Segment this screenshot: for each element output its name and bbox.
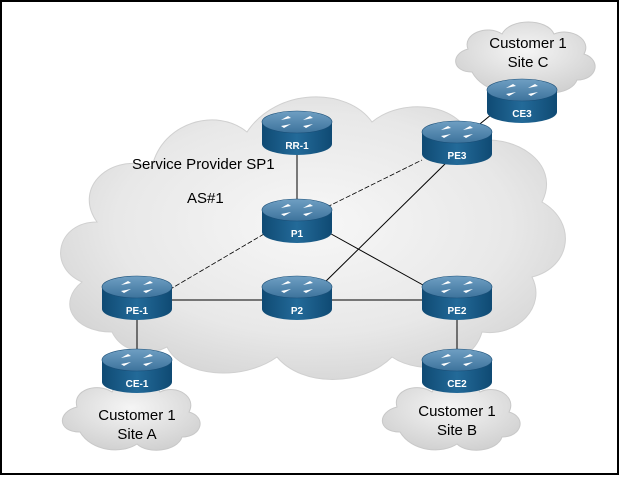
router-p1[interactable]: P1	[261, 198, 333, 243]
site-b-line1: Customer 1	[418, 403, 496, 420]
router-icon	[421, 348, 493, 393]
site-a-line1: Customer 1	[98, 407, 176, 424]
router-icon	[486, 78, 558, 123]
router-label-ce1: CE-1	[126, 379, 149, 390]
site-c-line2: Site C	[508, 54, 549, 71]
router-label-rr1: RR-1	[285, 141, 309, 152]
router-icon	[421, 120, 493, 165]
router-icon	[101, 348, 173, 393]
router-pe1[interactable]: PE-1	[101, 275, 173, 320]
provider-as: AS#1	[187, 190, 224, 207]
router-label-pe2: PE2	[448, 306, 467, 317]
router-p2[interactable]: P2	[261, 275, 333, 320]
router-icon	[261, 198, 333, 243]
router-icon	[261, 275, 333, 320]
site-b-cloud-icon	[381, 379, 521, 451]
router-pe2[interactable]: PE2	[421, 275, 493, 320]
link-p1-pe2	[323, 229, 433, 291]
link-p2-pe3	[319, 161, 448, 288]
router-rr1[interactable]: RR-1	[261, 110, 333, 155]
provider-name: Service Provider SP1	[132, 156, 275, 173]
router-label-ce3: CE3	[512, 109, 532, 120]
router-label-pe3: PE3	[448, 151, 467, 162]
router-ce2[interactable]: CE2	[421, 348, 493, 393]
site-a-cloud-icon	[61, 379, 201, 451]
router-pe3[interactable]: PE3	[421, 120, 493, 165]
router-ce1[interactable]: CE-1	[101, 348, 173, 393]
link-p1-pe3	[326, 159, 423, 208]
router-icon	[261, 110, 333, 155]
router-label-ce2: CE2	[447, 379, 467, 390]
site-c-line1: Customer 1	[489, 35, 567, 52]
router-label-pe1: PE-1	[126, 306, 149, 317]
link-p1-pe1	[161, 233, 265, 295]
router-icon	[101, 275, 173, 320]
router-ce3[interactable]: CE3	[486, 78, 558, 123]
router-label-p2: P2	[291, 306, 304, 317]
site-b-line2: Site B	[437, 422, 477, 439]
site-a-line2: Site A	[117, 426, 156, 443]
router-label-p1: P1	[291, 229, 304, 240]
links	[136, 109, 498, 357]
router-icon	[421, 275, 493, 320]
